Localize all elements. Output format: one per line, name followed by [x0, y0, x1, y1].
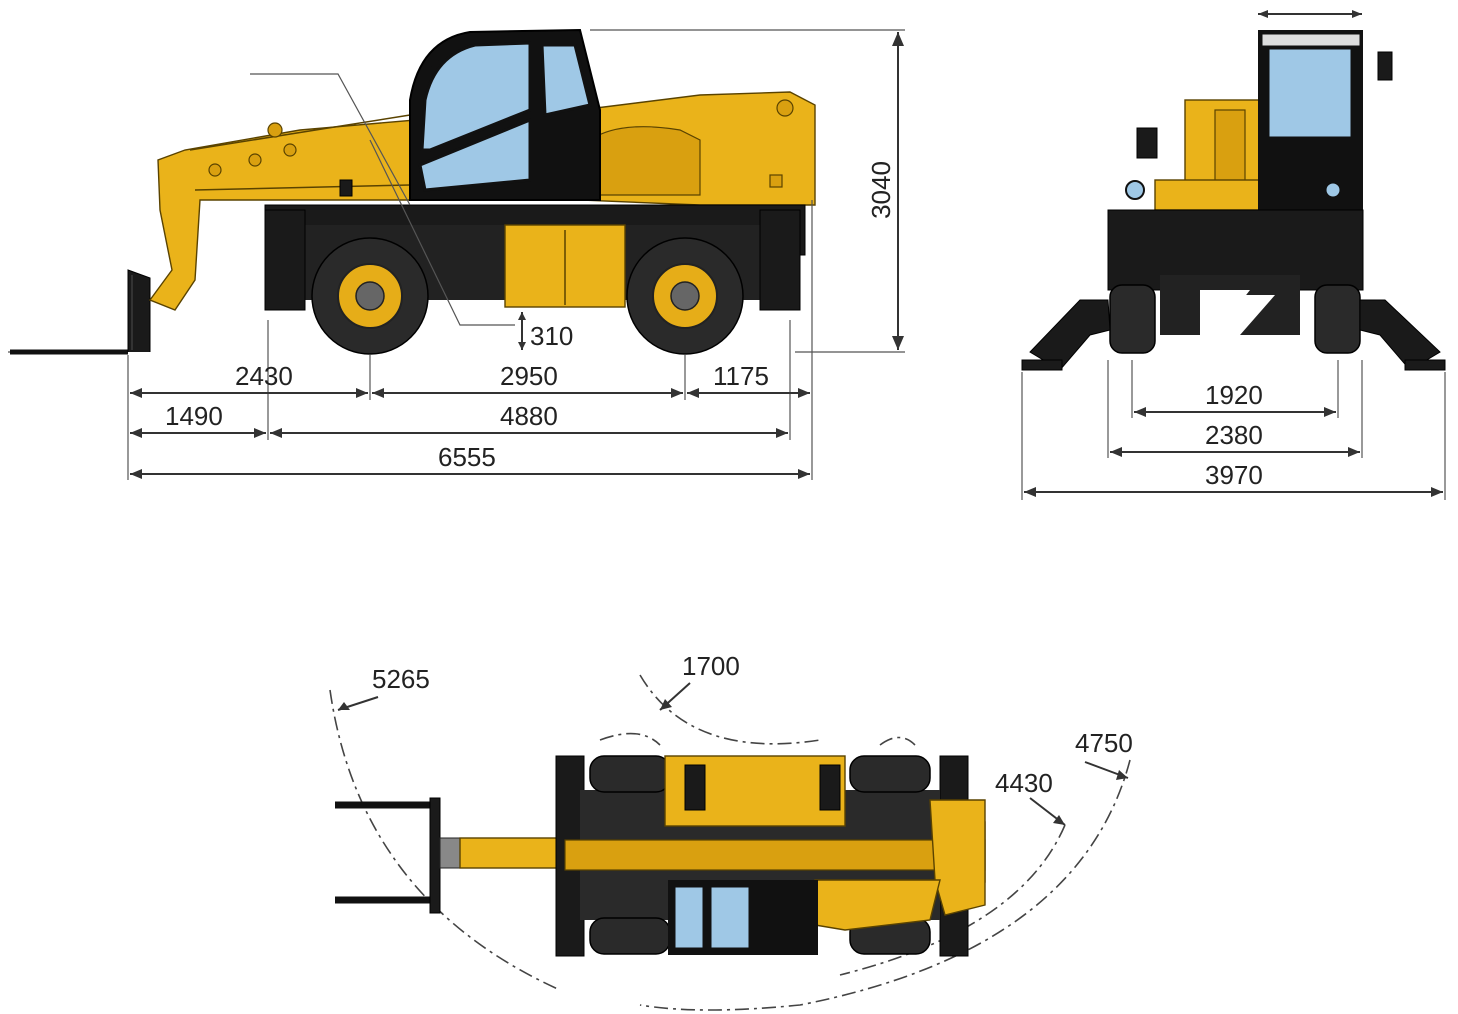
dim-overall-width: 2380 [1205, 420, 1263, 450]
dim-track-width: 1920 [1205, 380, 1263, 410]
boom-rear-section [579, 91, 816, 206]
dim-outrigger-width: 3970 [1205, 460, 1263, 490]
dim-height: 3040 [866, 161, 896, 219]
dim-length-no-forks: 4880 [500, 401, 558, 431]
dim-rear-overhang: 1175 [713, 361, 769, 391]
forks [10, 269, 151, 355]
rear-view-machine [1021, 10, 1446, 371]
dim-inner-radius: 1700 [682, 651, 740, 681]
dim-ground-clearance: 310 [530, 321, 573, 351]
dim-wheelbase: 2950 [500, 361, 558, 391]
side-view-machine [8, 28, 905, 355]
dim-front-overhang: 2430 [235, 361, 293, 391]
top-view-dimensions: 5265 1700 4430 4750 [372, 651, 1133, 798]
dim-turning-radius-forks: 5265 [372, 664, 430, 694]
dim-overall-length: 6555 [438, 442, 496, 472]
rear-view-dimensions: 1920 2380 3970 [1021, 360, 1446, 500]
rear-wheel [626, 237, 744, 355]
dim-outer-radius-wheels: 4750 [1075, 728, 1133, 758]
top-view-machine [329, 674, 1131, 1011]
operator-cab [409, 28, 601, 201]
front-wheel [311, 237, 429, 355]
side-view-dimensions: 3040 310 2430 2950 1175 1490 4880 6555 [127, 29, 905, 480]
dim-fork-to-axle: 1490 [165, 401, 223, 431]
dim-outer-radius-body: 4430 [995, 768, 1053, 798]
